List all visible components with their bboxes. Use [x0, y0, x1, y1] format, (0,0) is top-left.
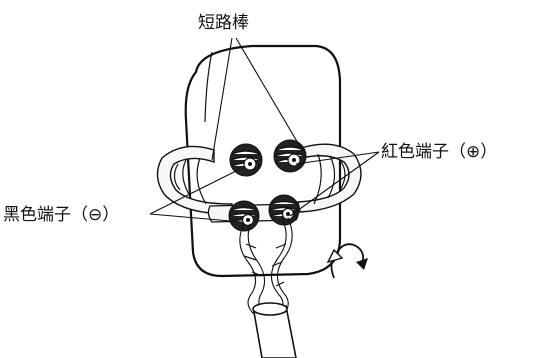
terminal-post-red-upper [273, 139, 307, 173]
terminal-post-black-upper [229, 143, 263, 177]
red-terminal-label: 紅色端子（⊕） [381, 142, 498, 162]
speaker-wires [239, 217, 293, 317]
black-terminal-label: 黑色端子（⊖） [3, 205, 120, 225]
shorting-bar-label: 短路棒 [198, 13, 249, 33]
rotate-arrow-icon [326, 243, 368, 279]
shorting-bar-leaders [211, 37, 303, 161]
red-terminal-leaders [289, 151, 380, 217]
black-terminal-leaders [149, 169, 243, 223]
terminal-post-red-lower [268, 194, 300, 226]
speaker-cable [252, 302, 297, 358]
terminal-post-black-lower [228, 200, 260, 232]
